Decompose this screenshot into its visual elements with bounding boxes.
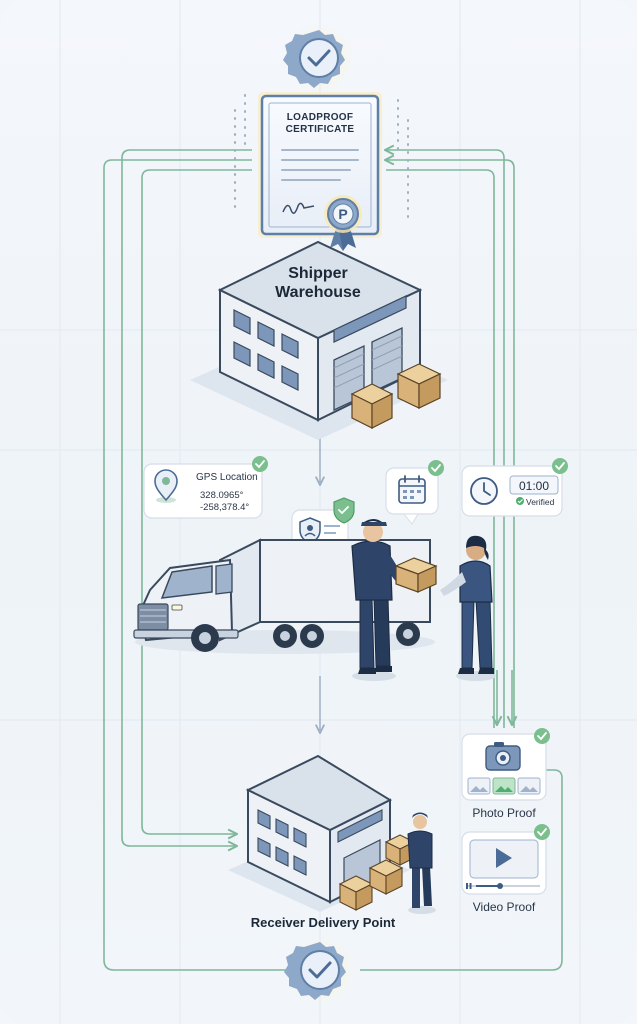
certificate-title-line1: LOADPROOF (286, 112, 354, 123)
photo-proof-card (461, 728, 550, 801)
seal-letter: P (338, 206, 347, 222)
shipper-warehouse (190, 240, 448, 440)
receiver-boxes (338, 834, 416, 911)
cargo-boxes (350, 363, 442, 429)
video-proof-card (461, 824, 550, 895)
shipper-label-line1: Shipper (288, 265, 348, 282)
top-verified-badge (283, 24, 353, 92)
shipper-label-line2: Warehouse (275, 284, 361, 301)
shield-check-icon (333, 497, 355, 524)
certificate-seal: P (324, 195, 362, 251)
calendar-icon (398, 475, 426, 504)
gps-coordinates: 328.0965° -258,378.4° (200, 490, 249, 514)
receiver-building (228, 754, 416, 912)
time-verified-status: Verified (526, 497, 555, 507)
play-icon (496, 848, 512, 868)
gps-latitude: 328.0965° (200, 490, 244, 501)
photo-proof-label: Photo Proof (472, 806, 536, 820)
driver-figure (351, 519, 404, 681)
gps-location-card (143, 456, 268, 519)
badge-check-icon (307, 49, 331, 67)
time-value: 01:00 (518, 479, 550, 493)
bottom-verified-badge (284, 936, 354, 1004)
shipper-warehouse-label: Shipper Warehouse (248, 264, 388, 302)
video-proof-label: Video Proof (472, 900, 536, 914)
signature (282, 202, 315, 214)
certificate-title: LOADPROOF CERTIFICATE (262, 112, 378, 136)
clock-icon (470, 477, 498, 505)
warehouse-worker (407, 812, 436, 914)
camera-icon (485, 742, 521, 771)
receiver-delivery-point-label: Receiver Delivery Point (250, 915, 396, 930)
flow-lines (103, 150, 563, 971)
map-pin-icon (154, 469, 178, 503)
certificate-title-line2: CERTIFICATE (285, 124, 355, 135)
sparkle-dots (234, 94, 409, 221)
handoff-box (394, 557, 438, 593)
time-verified-card (461, 458, 568, 517)
badge-check-icon (308, 961, 332, 979)
calendar-card (385, 460, 444, 525)
gps-longitude: -258,378.4° (200, 502, 250, 513)
gps-location-label: GPS Location (196, 472, 258, 483)
receiver-figure (440, 535, 496, 681)
